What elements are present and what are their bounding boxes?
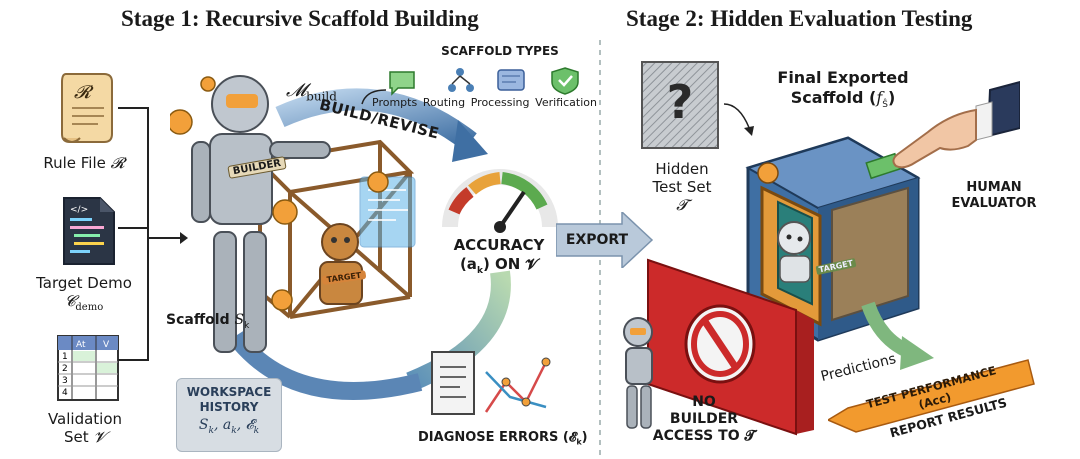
hidden-test-label: Hidden Test Set 𝓣 bbox=[652, 160, 712, 214]
hidden-test-box: ? bbox=[641, 61, 719, 149]
scroll-icon: 𝓡 bbox=[61, 73, 113, 143]
hidden-test-pointer bbox=[723, 103, 754, 136]
final-scaffold-label: Final Exported Scaffold (fŜ) bbox=[777, 68, 909, 111]
spreadsheet-icon: At V 1 2 3 4 bbox=[57, 335, 119, 401]
sheet-row-num: 4 bbox=[62, 388, 68, 398]
scaffold-type-item: Routing bbox=[422, 96, 466, 109]
svg-text:𝓡: 𝓡 bbox=[74, 82, 94, 103]
scaffold-label: Scaffold Sk bbox=[166, 312, 250, 331]
accuracy-label: ACCURACY (ak) ON 𝓥 bbox=[453, 236, 545, 276]
rule-file-label: Rule File 𝓡 bbox=[43, 154, 125, 172]
svg-text:</>: </> bbox=[70, 205, 88, 215]
scaffold-type-item: Prompts bbox=[372, 96, 418, 109]
export-arrow bbox=[556, 212, 654, 268]
processing-icon bbox=[497, 69, 525, 91]
final-scaffold-cube bbox=[745, 136, 921, 342]
scaffold-types-list: Prompts Routing Processing Verification bbox=[372, 96, 597, 109]
export-label: EXPORT bbox=[565, 232, 629, 248]
human-hand-icon bbox=[892, 80, 1020, 169]
predictions-arrow bbox=[861, 301, 934, 370]
builder-model-label: 𝓜build bbox=[286, 80, 337, 104]
human-evaluator-label: HUMAN EVALUATOR bbox=[951, 180, 1037, 211]
scaffold-type-item: Verification bbox=[535, 96, 597, 109]
diagnose-errors-label: DIAGNOSE ERRORS (𝓔k) bbox=[418, 430, 588, 447]
input-connector bbox=[118, 107, 188, 361]
validation-set-label: Validation Set 𝓥 bbox=[47, 410, 123, 446]
question-mark: ? bbox=[667, 75, 694, 129]
sheet-header: At bbox=[76, 340, 86, 350]
workspace-symbols: Sk, ak, 𝓔k bbox=[198, 417, 260, 436]
small-builder-robot bbox=[623, 317, 653, 429]
sheet-row-num: 3 bbox=[62, 376, 68, 386]
no-access-wall bbox=[647, 258, 814, 436]
scaffold-types-title: SCAFFOLD TYPES bbox=[441, 44, 559, 58]
test-performance-banner bbox=[828, 359, 1035, 433]
workspace-history-box: WORKSPACE HISTORY Sk, ak, 𝓔k bbox=[176, 378, 282, 452]
sheet-header: V bbox=[103, 340, 110, 350]
stage2-title: Stage 2: Hidden Evaluation Testing bbox=[626, 6, 973, 31]
workspace-line1: WORKSPACE bbox=[186, 385, 272, 399]
target-demo-label: Target Demo 𝓒demo bbox=[36, 274, 132, 313]
workspace-line2: HISTORY bbox=[199, 400, 259, 414]
no-access-label: NO BUILDER ACCESS TO 𝓣 bbox=[652, 394, 756, 444]
sheet-row-num: 2 bbox=[62, 364, 68, 374]
sheet-row-num: 1 bbox=[62, 352, 68, 362]
scaffold-types-pointer bbox=[361, 89, 387, 105]
verification-icon bbox=[551, 67, 579, 95]
stage1-title: Stage 1: Recursive Scaffold Building bbox=[121, 6, 479, 31]
code-file-icon: </> bbox=[63, 197, 115, 265]
routing-icon bbox=[448, 68, 474, 92]
scaffold-type-icons bbox=[389, 67, 579, 96]
scaffold-type-item: Processing bbox=[470, 96, 530, 109]
prompts-icon bbox=[389, 71, 415, 96]
